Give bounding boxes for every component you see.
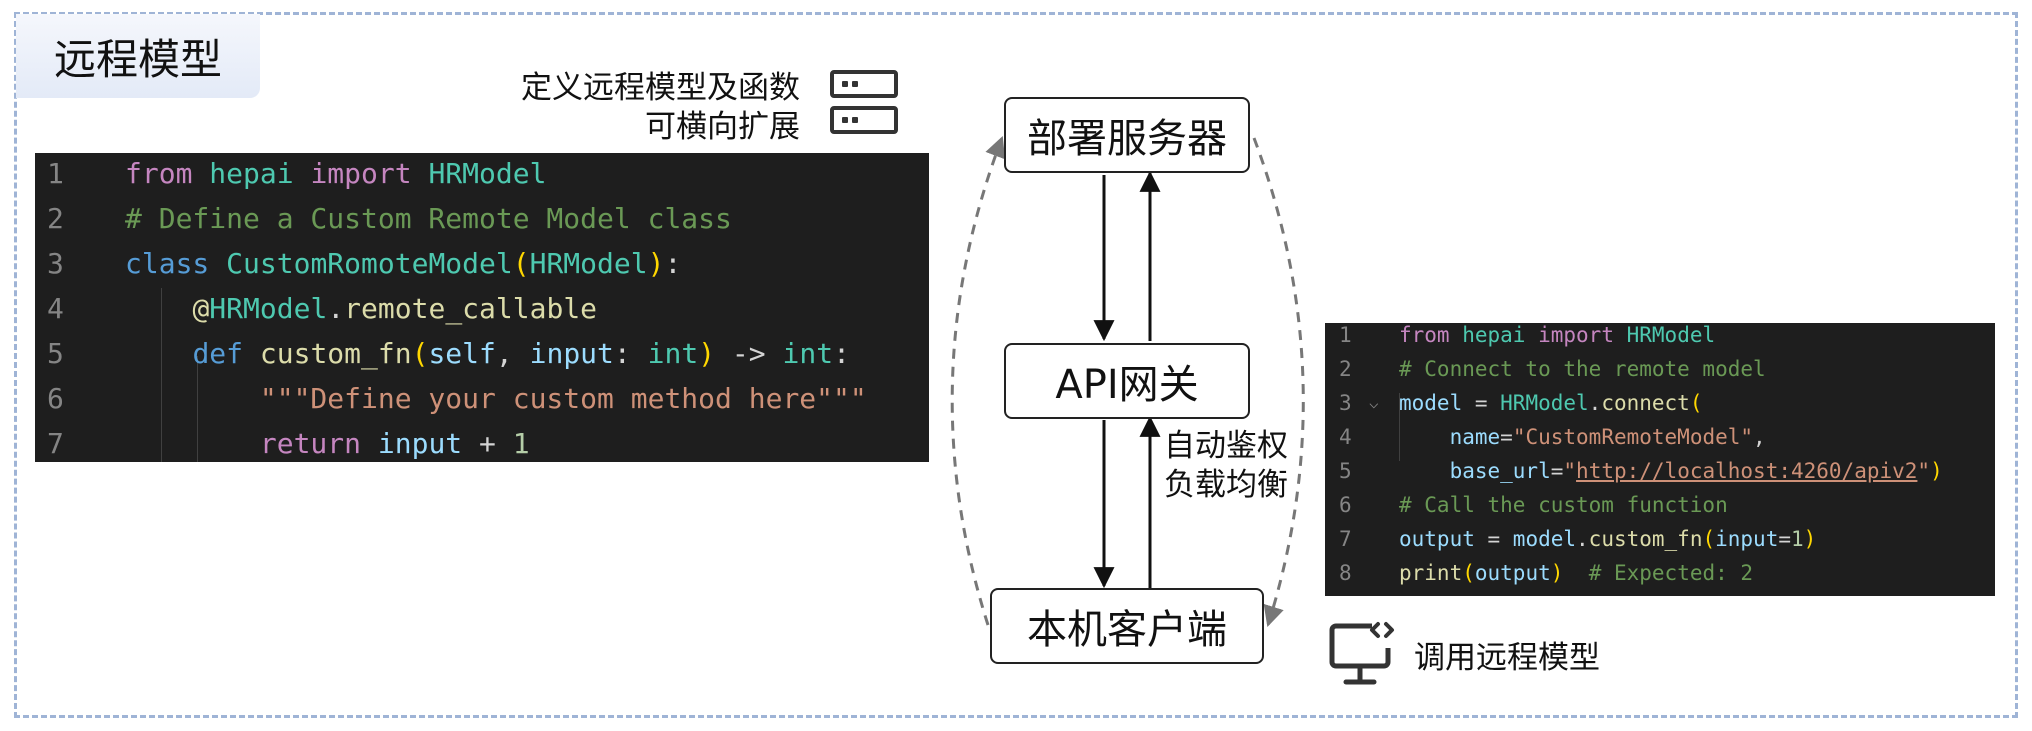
line-number: 8 <box>1339 561 1352 585</box>
fold-chevron-icon[interactable]: ⌵ <box>1369 393 1379 412</box>
code-text: # Define a Custom Remote Model class <box>125 202 732 235</box>
line-number: 5 <box>47 337 64 370</box>
code-text: def custom_fn(self, input: int) -> int: <box>192 337 850 370</box>
line-number: 1 <box>1339 323 1352 347</box>
code-line: 8 print(output) # Expected: 2 <box>1325 561 1995 595</box>
line-number: 4 <box>47 292 64 325</box>
server-rack-icon <box>830 70 898 98</box>
code-line: 5 def custom_fn(self, input: int) -> int… <box>35 337 929 382</box>
code-text: output = model.custom_fn(input=1) <box>1399 527 1817 551</box>
code-text: @HRModel.remote_callable <box>192 292 598 325</box>
code-line: 6 # Call the custom function <box>1325 493 1995 527</box>
server-code-block: 1 from hepai import HRModel 2 # Define a Cu… <box>35 153 929 462</box>
code-line: 7 output = model.custom_fn(input=1) <box>1325 527 1995 561</box>
code-line: 1 from hepai import HRModel <box>1325 323 1995 357</box>
code-text: class CustomRomoteModel(HRModel): <box>125 247 682 280</box>
code-line: 1 from hepai import HRModel <box>35 157 929 202</box>
code-text: base_url="http://localhost:4260/apiv2") <box>1449 459 1943 483</box>
edge-label-auth: 自动鉴权 <box>1164 428 1288 464</box>
line-number: 1 <box>47 157 64 190</box>
code-line: 5 base_url="http://localhost:4260/apiv2"… <box>1325 459 1995 493</box>
code-text: model = HRModel.connect( <box>1399 391 1703 415</box>
node-gateway: API网关 <box>1004 343 1250 419</box>
server-label-scalable: 可横向扩展 <box>645 109 800 145</box>
dashed-arrow-left <box>950 136 1006 626</box>
server-rack-icon <box>830 106 898 134</box>
code-text: return input + 1 <box>259 427 530 460</box>
code-line: 3 class CustomRomoteModel(HRModel): <box>35 247 929 292</box>
node-server: 部署服务器 <box>1004 97 1250 173</box>
code-text: # Connect to the remote model <box>1399 357 1766 381</box>
code-text: from hepai import HRModel <box>1399 323 1716 347</box>
code-line: 4 @HRModel.remote_callable <box>35 292 929 337</box>
server-label-define: 定义远程模型及函数 <box>521 70 800 106</box>
code-line: 3 model = HRModel.connect( <box>1325 391 1995 425</box>
monitor-code-icon <box>1329 622 1394 685</box>
code-text: # Call the custom function <box>1399 493 1728 517</box>
code-text: name="CustomRemoteModel", <box>1449 425 1766 449</box>
line-number: 6 <box>47 382 64 415</box>
line-number: 7 <box>1339 527 1352 551</box>
line-number: 6 <box>1339 493 1352 517</box>
line-number: 3 <box>47 247 64 280</box>
line-number: 5 <box>1339 459 1352 483</box>
line-number: 3 <box>1339 391 1352 415</box>
diagram-frame <box>14 12 2018 718</box>
line-number: 2 <box>47 202 64 235</box>
line-number: 4 <box>1339 425 1352 449</box>
line-number: 7 <box>47 427 64 460</box>
line-number: 2 <box>1339 357 1352 381</box>
diagram-title: 远程模型 <box>54 35 223 84</box>
code-text: """Define your custom method here""" <box>259 382 867 415</box>
client-label: 调用远程模型 <box>1414 640 1600 676</box>
code-line: 2 # Define a Custom Remote Model class <box>35 202 929 247</box>
code-line: 6 """Define your custom method here""" <box>35 382 929 427</box>
title-tab <box>16 14 260 98</box>
code-text: print(output) # Expected: 2 <box>1399 561 1754 585</box>
node-client: 本机客户端 <box>990 588 1264 664</box>
dashed-arrow-right <box>1252 137 1305 628</box>
code-text: from hepai import HRModel <box>125 157 547 190</box>
code-line: 4 name="CustomRemoteModel", <box>1325 425 1995 459</box>
client-code-block: ⌵ 1 from hepai import HRModel 2 # Connect t… <box>1325 323 1995 596</box>
edge-label-balance: 负载均衡 <box>1164 467 1288 503</box>
code-line: 7 return input + 1 <box>35 427 929 462</box>
code-line: 2 # Connect to the remote model <box>1325 357 1995 391</box>
